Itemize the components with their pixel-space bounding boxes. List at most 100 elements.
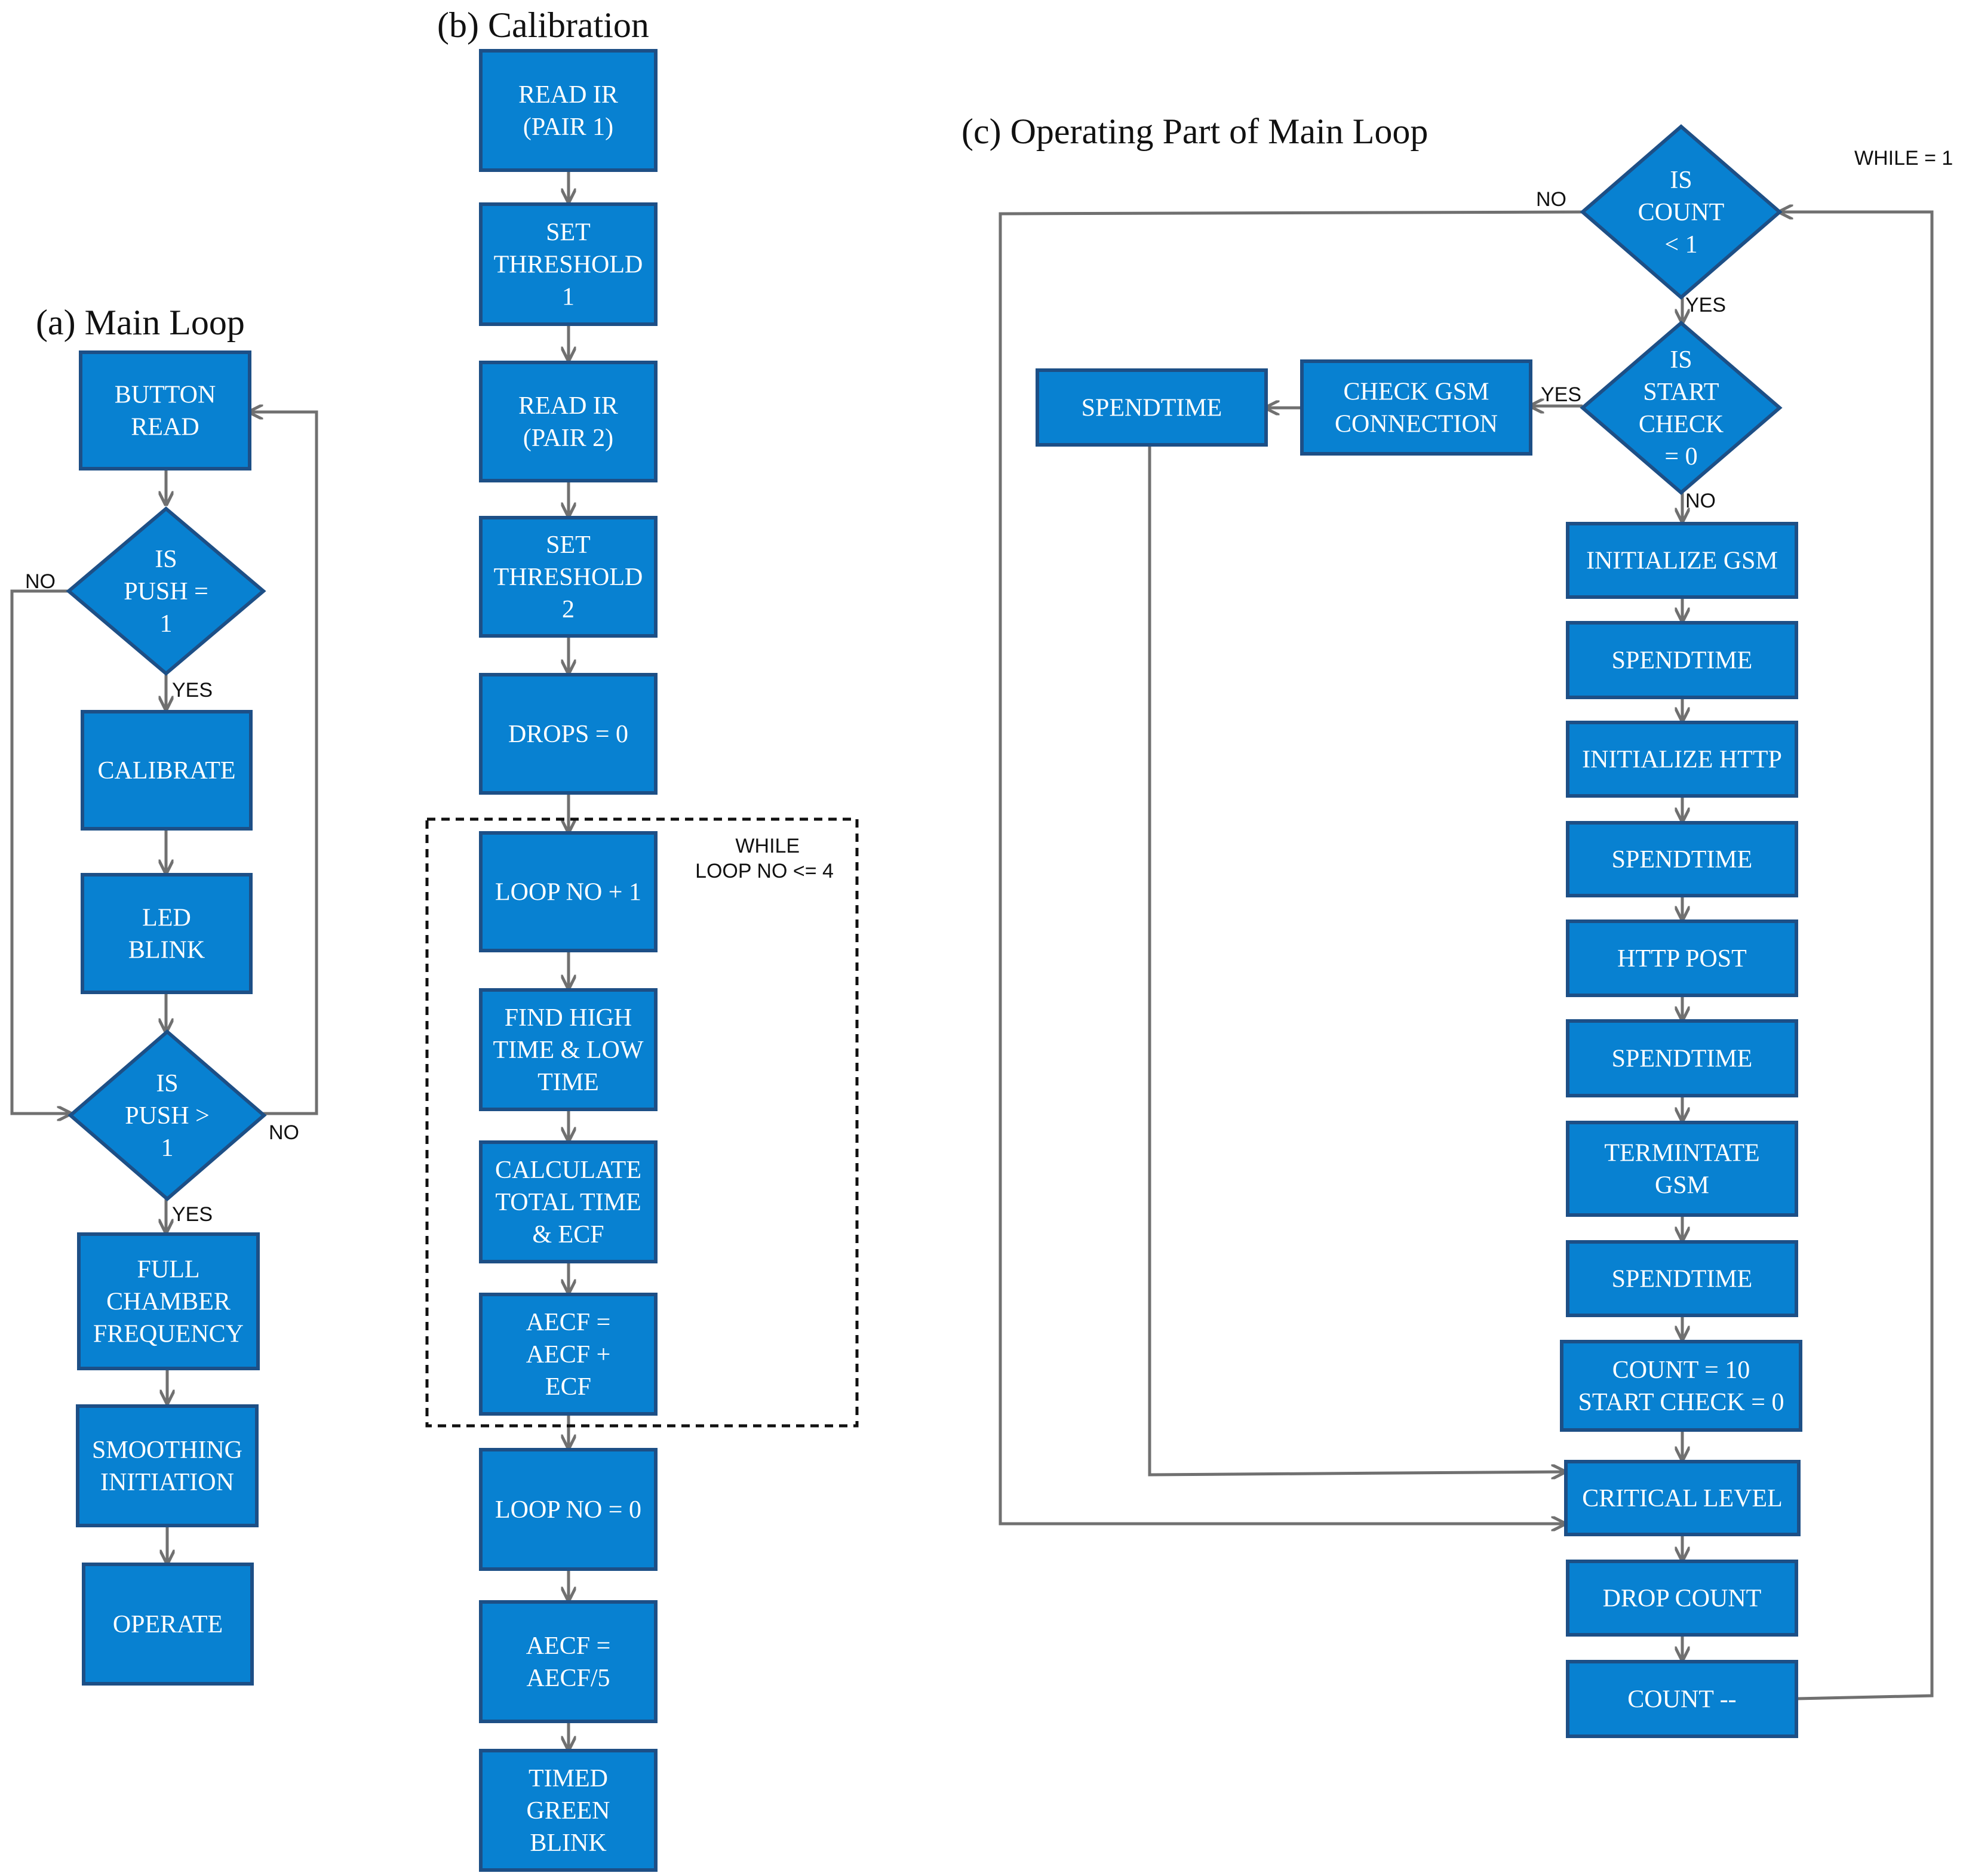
node-aecf-div-5-label: AECF/5 bbox=[526, 1665, 610, 1692]
node-aecf-div-5-shape bbox=[479, 1600, 658, 1723]
node-read-ir-pair-1-label: READ IR bbox=[518, 81, 618, 109]
node-is-count-lt-1-label: IS bbox=[1670, 167, 1692, 194]
node-is-count-lt-1: IS COUNT < 1 bbox=[1580, 124, 1783, 300]
title-calibration: (b) Calibration bbox=[437, 5, 649, 45]
node-operate: OPERATE bbox=[82, 1563, 254, 1686]
node-is-push-gt-1-shape bbox=[67, 1029, 267, 1201]
label-no-push-gt-1: NO bbox=[269, 1121, 299, 1144]
node-count-reset-shape bbox=[1560, 1340, 1802, 1432]
node-spendtime-4-shape bbox=[1566, 1240, 1798, 1317]
label-no-count: NO bbox=[1536, 188, 1566, 211]
node-is-start-check-0-label: IS bbox=[1670, 346, 1692, 374]
node-smoothing-initiation-shape bbox=[76, 1404, 259, 1527]
node-set-threshold-2-label: SET bbox=[546, 531, 591, 559]
node-drops-0-label: DROPS = 0 bbox=[508, 721, 628, 748]
node-aecf-div-5: AECF =AECF/5 bbox=[479, 1600, 658, 1723]
node-drop-count-shape bbox=[1566, 1560, 1798, 1637]
node-set-threshold-1: SET THRESHOLD 1 bbox=[479, 202, 658, 326]
node-loop-no-0-shape bbox=[479, 1448, 658, 1571]
node-read-ir-pair-2-shape bbox=[479, 361, 658, 482]
node-set-threshold-1-shape bbox=[479, 202, 658, 326]
node-set-threshold-1-label: THRESHOLD bbox=[494, 251, 643, 279]
node-http-post-label: HTTP POST bbox=[1617, 945, 1747, 973]
node-calculate-total-time-label: TOTAL TIME bbox=[495, 1189, 641, 1216]
node-is-start-check-0-label: = 0 bbox=[1664, 443, 1697, 470]
node-terminate-gsm-label: GSM bbox=[1655, 1172, 1709, 1200]
node-terminate-gsm-shape bbox=[1566, 1121, 1798, 1217]
node-operate-label: OPERATE bbox=[113, 1611, 223, 1638]
node-loop-no-plus-1-shape bbox=[479, 831, 658, 952]
label-yes-count: YES bbox=[1685, 294, 1726, 316]
node-initialize-http-label: INITIALIZE HTTP bbox=[1582, 746, 1782, 774]
node-check-gsm-connection-label: CONNECTION bbox=[1335, 411, 1498, 438]
node-count-reset-label: START CHECK = 0 bbox=[1578, 1389, 1784, 1416]
node-calibrate: CALIBRATE bbox=[81, 710, 253, 831]
node-full-chamber-frequency-shape bbox=[77, 1232, 260, 1370]
node-aecf-plus-ecf-label: ECF bbox=[545, 1373, 591, 1401]
node-led-blink-label: BLINK bbox=[128, 937, 205, 964]
while-loop-region bbox=[425, 817, 859, 1428]
title-main-loop: (a) Main Loop bbox=[36, 303, 245, 342]
node-find-high-low-time-label: TIME & LOW bbox=[493, 1037, 644, 1064]
node-spendtime-1: SPENDTIME bbox=[1566, 621, 1798, 699]
node-initialize-gsm-label: INITIALIZE GSM bbox=[1586, 548, 1778, 575]
node-full-chamber-frequency-label: FULL bbox=[137, 1256, 200, 1284]
node-spendtime-3: SPENDTIME bbox=[1566, 1019, 1798, 1097]
title-operating-part: (c) Operating Part of Main Loop bbox=[961, 112, 1428, 151]
node-calculate-total-time-label: & ECF bbox=[532, 1221, 604, 1248]
node-is-push-gt-1-label: IS bbox=[156, 1070, 178, 1097]
node-read-ir-pair-2: READ IR(PAIR 2) bbox=[479, 361, 658, 482]
node-is-start-check-0-label: CHECK bbox=[1639, 411, 1724, 438]
node-spendtime-side: SPENDTIME bbox=[1036, 368, 1268, 447]
while-1-label: WHILE = 1 bbox=[1854, 147, 1953, 170]
node-is-count-lt-1-label: COUNT bbox=[1638, 199, 1725, 226]
node-read-ir-pair-1-shape bbox=[479, 49, 658, 172]
node-button-read-label: BUTTON bbox=[115, 382, 216, 409]
node-aecf-plus-ecf-label: AECF + bbox=[526, 1341, 611, 1368]
label-yes-push-eq-1: YES bbox=[172, 679, 213, 702]
node-drops-0: DROPS = 0 bbox=[479, 673, 658, 795]
node-aecf-plus-ecf-label: AECF = bbox=[526, 1309, 611, 1336]
node-is-push-eq-1-label: PUSH = bbox=[124, 578, 208, 605]
node-spendtime-side-label: SPENDTIME bbox=[1082, 395, 1222, 422]
node-smoothing-initiation-label: INITIATION bbox=[100, 1469, 234, 1496]
node-spendtime-3-label: SPENDTIME bbox=[1612, 1045, 1753, 1073]
node-is-count-lt-1-label: < 1 bbox=[1664, 231, 1697, 259]
node-calibrate-label: CALIBRATE bbox=[98, 757, 236, 785]
node-smoothing-initiation-label: SMOOTHING bbox=[92, 1437, 242, 1464]
node-spendtime-2-shape bbox=[1566, 821, 1798, 897]
node-aecf-plus-ecf-shape bbox=[479, 1293, 658, 1416]
operating-connectors bbox=[999, 212, 1934, 1700]
node-initialize-gsm-shape bbox=[1566, 522, 1798, 599]
node-set-threshold-1-label: SET bbox=[546, 219, 591, 247]
node-is-push-gt-1-label: PUSH > bbox=[125, 1102, 210, 1130]
node-drop-count-label: DROP COUNT bbox=[1603, 1585, 1762, 1613]
node-spendtime-4: SPENDTIME bbox=[1566, 1240, 1798, 1317]
node-calculate-total-time-label: CALCULATE bbox=[495, 1157, 641, 1184]
node-timed-green-blink-shape bbox=[479, 1749, 658, 1872]
node-loop-no-0-label: LOOP NO = 0 bbox=[495, 1496, 641, 1524]
node-set-threshold-1-label: 1 bbox=[562, 284, 575, 311]
node-is-push-eq-1-label: IS bbox=[155, 546, 177, 573]
node-find-high-low-time-shape bbox=[479, 988, 658, 1111]
node-spendtime-2: SPENDTIME bbox=[1566, 821, 1798, 897]
node-led-blink-shape bbox=[81, 873, 253, 994]
node-button-read-label: READ bbox=[131, 414, 199, 441]
node-set-threshold-2-label: 2 bbox=[562, 596, 575, 623]
node-http-post-shape bbox=[1566, 919, 1798, 997]
label-no-push-eq-1: NO bbox=[25, 570, 56, 593]
node-spendtime-4-label: SPENDTIME bbox=[1612, 1266, 1753, 1293]
node-calculate-total-time-shape bbox=[479, 1140, 658, 1263]
node-count-decrement: COUNT -- bbox=[1566, 1660, 1798, 1738]
node-loop-no-0: LOOP NO = 0 bbox=[479, 1448, 658, 1571]
node-loop-no-plus-1-label: LOOP NO + 1 bbox=[495, 879, 641, 906]
node-button-read: BUTTON READ bbox=[79, 350, 251, 470]
label-yes-start-check: YES bbox=[1541, 383, 1581, 406]
